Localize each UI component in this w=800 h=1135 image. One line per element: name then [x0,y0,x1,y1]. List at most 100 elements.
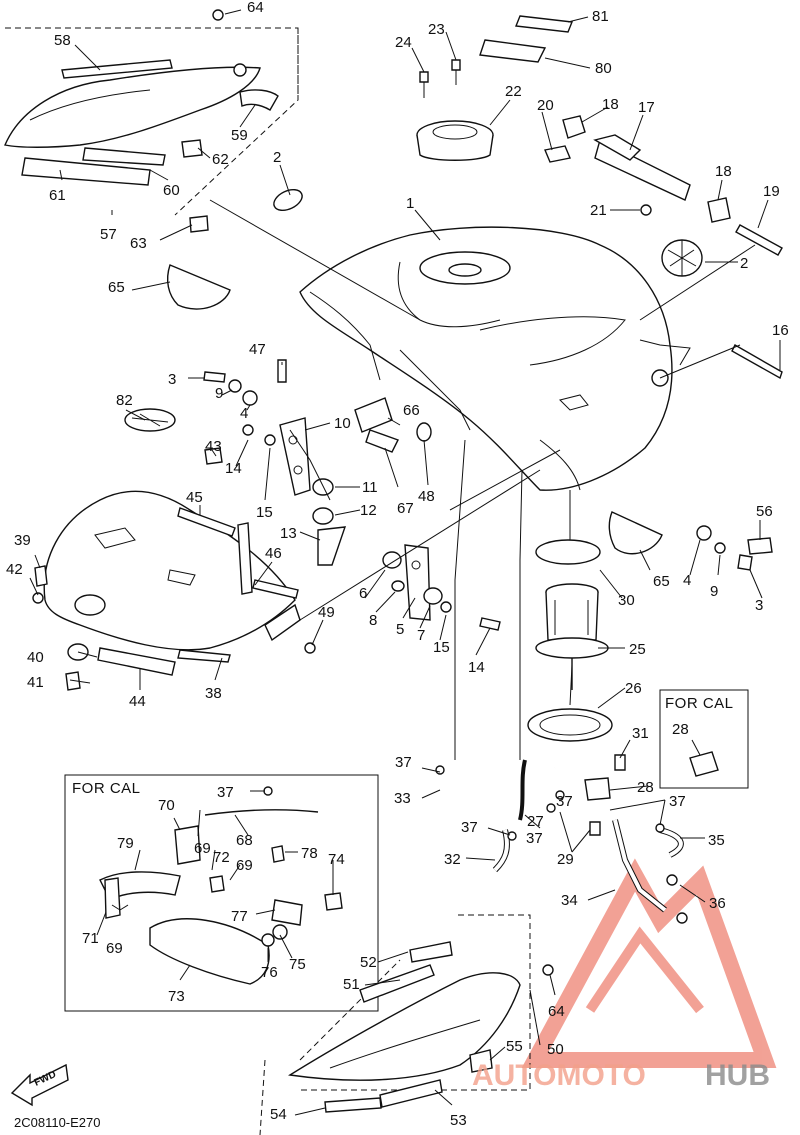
callout-8: 8 [369,612,377,629]
clamp-36 [666,874,688,924]
callout-65: 65 [653,573,670,590]
label-80 [479,39,547,63]
callout-37: 37 [395,754,412,771]
fwd-arrow-icon: FWD [10,1063,69,1107]
callout-55: 55 [506,1038,523,1055]
callout-18: 18 [715,163,732,180]
grommet-63 [189,215,209,233]
damper-12 [312,507,334,525]
callout-23: 23 [428,21,445,38]
document-code: 2C08110-E270 [14,1115,101,1130]
callout-42: 42 [6,561,23,578]
callout-10: 10 [334,415,351,432]
callout-54: 54 [270,1106,287,1123]
bolt-3a [203,371,226,383]
callout-34: 34 [561,892,578,909]
for-cal-box-large [64,774,379,1012]
side-panel-65b [608,511,663,555]
callout-56: 56 [756,503,773,520]
watermark-part-b: HUB [705,1059,770,1092]
cover-group-57 [4,9,279,186]
joint-28 [584,777,611,801]
callout-4: 4 [683,572,691,589]
strip-45 [177,507,236,537]
callout-32: 32 [444,851,461,868]
screw-23 [451,59,461,85]
bolt-21 [640,204,652,216]
damper-67 [365,429,399,453]
callout-14: 14 [468,659,485,676]
watermark-text: AUTOMOTO HUB [472,1059,770,1092]
callout-69: 69 [236,857,253,874]
for-cal-label-large: FOR CAL [72,780,141,797]
callout-4: 4 [240,405,248,422]
emblem-82 [124,408,176,432]
callout-38: 38 [205,685,222,702]
callout-61: 61 [49,187,66,204]
callout-45: 45 [186,489,203,506]
callout-31: 31 [632,725,649,742]
callout-22: 22 [505,83,522,100]
callout-15: 15 [433,639,450,656]
callout-2: 2 [273,149,281,166]
watermark-part-a: AUTOMOTO [472,1059,646,1092]
callout-60: 60 [163,182,180,199]
callout-28: 28 [672,721,689,738]
bracket-13 [317,526,347,566]
callout-17: 17 [638,99,655,116]
callout-33: 33 [394,790,411,807]
callout-6: 6 [359,585,367,602]
callout-3: 3 [168,371,176,388]
callout-40: 40 [27,649,44,666]
callout-67: 67 [397,500,414,517]
for-cal-label-small: FOR CAL [665,695,734,712]
callout-70: 70 [158,797,175,814]
callout-72: 72 [213,849,230,866]
pad-20 [544,145,571,163]
callout-82: 82 [116,392,133,409]
plate-66 [354,397,393,433]
clip-56 [747,537,773,555]
lower-cover-50 [288,941,554,1113]
callout-36: 36 [709,895,726,912]
gasket-26 [527,708,613,742]
callout-37: 37 [526,830,543,847]
callout-26: 26 [625,680,642,697]
callout-35: 35 [708,832,725,849]
callout-28: 28 [637,779,654,796]
callout-52: 52 [360,954,377,971]
callout-47: 47 [249,341,266,358]
damper-6 [382,551,402,569]
hose-32 [492,829,510,873]
callout-11: 11 [362,479,378,496]
hose-27 [518,759,527,821]
callout-57: 57 [100,226,117,243]
callout-41: 41 [27,674,44,691]
callout-1: 1 [406,195,414,212]
callout-18: 18 [602,96,619,113]
damper-7 [423,587,443,605]
callout-59: 59 [231,127,248,144]
strip-44 [97,647,176,676]
callout-25: 25 [629,641,646,658]
callout-75: 75 [289,956,306,973]
bracket-10 [279,417,311,496]
callout-3: 3 [755,597,763,614]
callout-29: 29 [557,851,574,868]
washer-15a [264,434,276,446]
callout-69: 69 [106,940,123,957]
clip-43 [204,447,223,465]
callout-49: 49 [318,604,335,621]
bolt-49 [304,642,316,654]
fuel-cap-assembly [416,120,494,161]
callout-numbers: 1 2 2 3 3 4 4 5 6 7 8 9 9 10 11 12 13 14… [6,0,789,1129]
callout-71: 71 [82,930,99,947]
callout-62: 62 [212,151,229,168]
label-81 [515,15,573,33]
callout-77: 77 [231,908,248,925]
for-cal-box-small [659,689,749,789]
bolt-14a [242,424,254,436]
rubber-ring-2b [661,239,703,277]
rubber-ring-2a [273,188,303,212]
